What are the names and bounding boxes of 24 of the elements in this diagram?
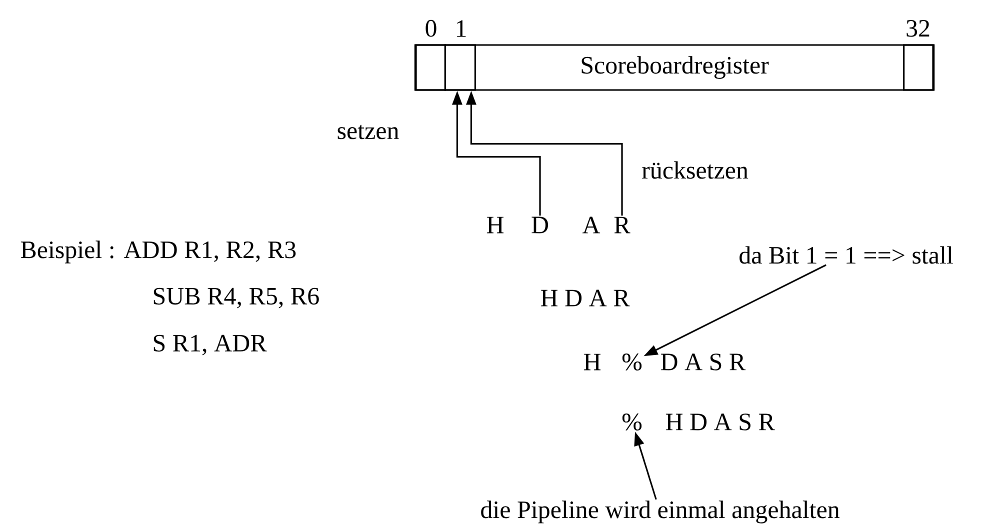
- instruction-text: S R1, ADR: [154, 334, 267, 356]
- edge-label: rücksetzen: [640, 160, 750, 180]
- bit-cell: [444, 44, 476, 91]
- note-text: da Bit 1 = 1 ==> stall: [740, 246, 953, 264]
- stage-letter: R: [614, 216, 630, 234]
- stage-letter: H: [584, 354, 601, 370]
- register-box: Scoreboardregister: [415, 44, 934, 91]
- stage-letter: H: [486, 216, 504, 234]
- instruction-text: SUB R4, R5, R6: [154, 288, 319, 308]
- stage-letter: %: [622, 354, 642, 370]
- bit-cell: [414, 44, 446, 91]
- bit-number: 1: [456, 20, 466, 37]
- stage-letter: A: [582, 216, 600, 234]
- bit-number: 32: [906, 20, 930, 37]
- bit-cell: [903, 44, 935, 91]
- stage-letters: D A S R: [660, 354, 746, 370]
- stage-letters: H D A R: [540, 290, 630, 306]
- stage-letters: H D A S R: [666, 414, 775, 430]
- stage-letter: D: [532, 216, 548, 234]
- edge-label: setzen: [336, 124, 400, 140]
- bit-number: 0: [426, 20, 436, 37]
- note-text: die Pipeline wird einmal angehalten: [481, 500, 840, 524]
- stage-letter: %: [622, 414, 642, 430]
- instruction-text: Beispiel : ADD R1, R2, R3: [20, 240, 296, 264]
